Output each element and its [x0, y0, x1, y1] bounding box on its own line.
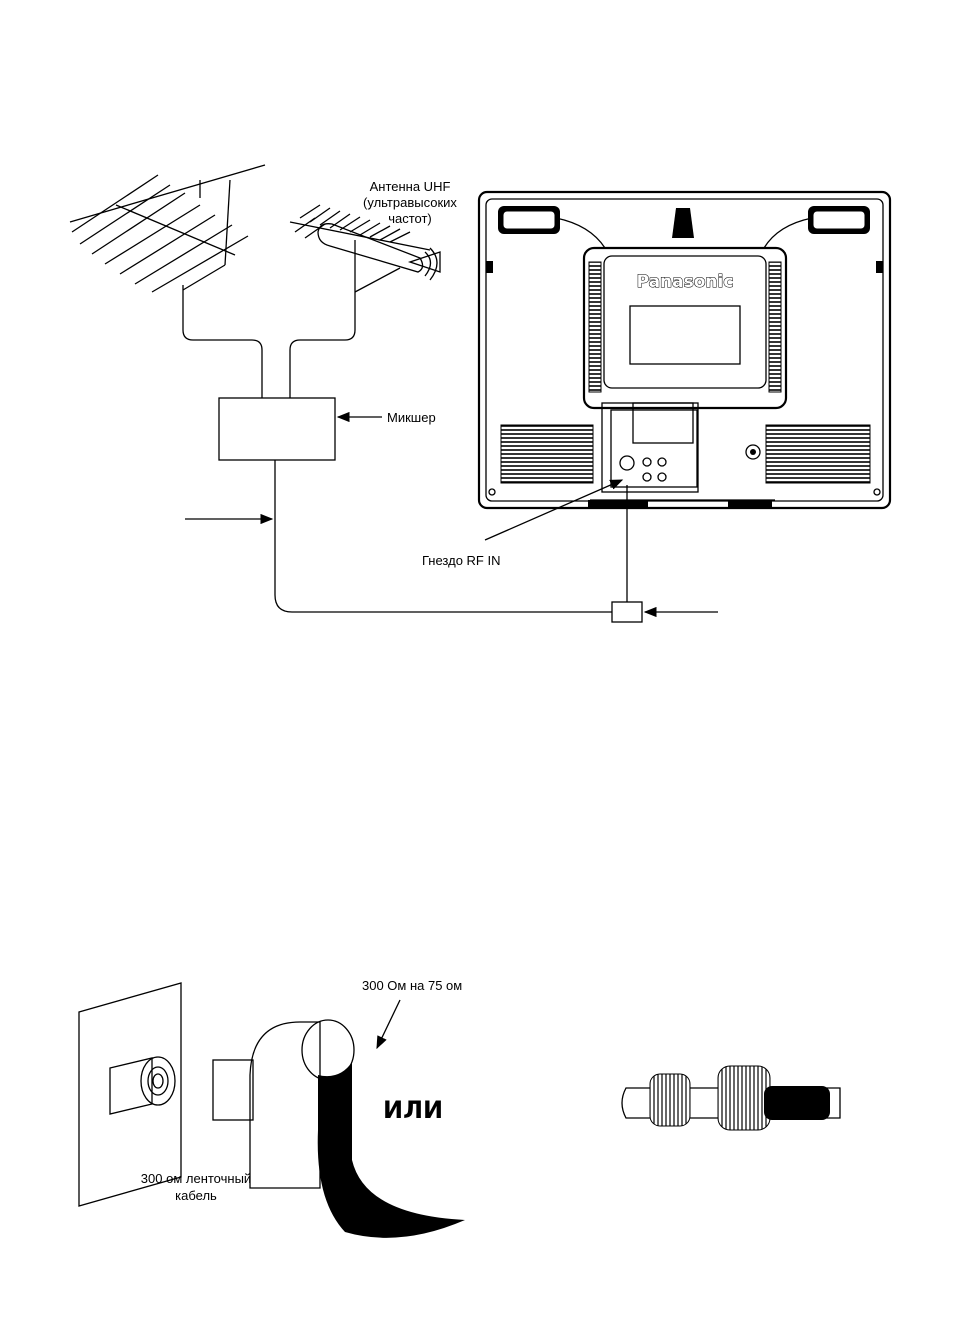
mixer-label: Микшер	[387, 410, 436, 425]
balun-adapter	[213, 1020, 465, 1238]
adapter-arrow	[377, 1000, 400, 1048]
uhf-antenna-label: Антенна UHF	[370, 179, 451, 194]
ribbon-cable-label: кабель	[175, 1188, 217, 1203]
rf-in-label: Гнездо RF IN	[422, 553, 500, 568]
or-label: ИЛИ	[383, 1096, 443, 1124]
antenna-cables	[183, 285, 355, 398]
uhf-antenna-label: (ультравысоких	[363, 195, 457, 210]
adapter-label: 300 Ом на 75 ом	[362, 978, 462, 993]
tv-back	[479, 192, 890, 508]
coax-plug	[622, 1066, 840, 1130]
uhf-antenna-label: частот)	[388, 211, 432, 226]
connector-box	[612, 602, 642, 622]
brand-logo: Panasonic	[637, 272, 734, 292]
vhf-antenna	[70, 165, 265, 292]
rf-in-leader	[485, 480, 622, 540]
mixer-box	[219, 398, 335, 460]
ribbon-cable-label: 300 ом ленточный	[141, 1171, 251, 1186]
